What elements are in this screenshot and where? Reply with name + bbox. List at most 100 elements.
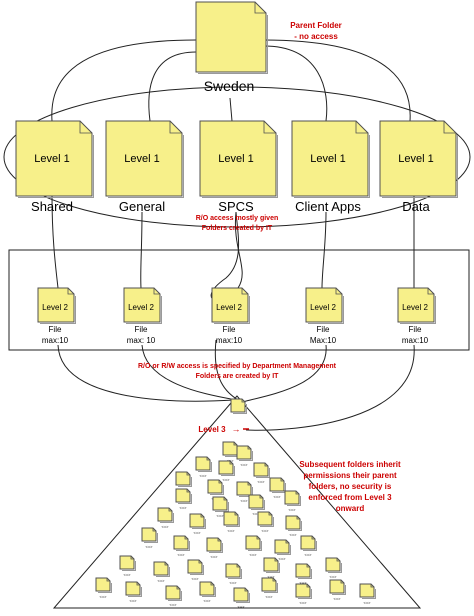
level3-folder-6[interactable] [253, 462, 270, 478]
level1-label-3: SPCS [218, 199, 254, 214]
level3-folder-caption-20: <=> [145, 544, 153, 549]
level3-folder-34[interactable] [125, 581, 142, 597]
level3-folder-24[interactable] [274, 539, 291, 555]
level3-folder-22[interactable] [206, 537, 223, 553]
level3-folder-3[interactable] [236, 445, 253, 461]
level3-folder-40[interactable] [329, 579, 346, 595]
level3-folder-26[interactable] [119, 555, 136, 571]
level3-folder-16[interactable] [189, 513, 206, 529]
level3-folder-caption-22: <=> [210, 554, 218, 559]
level3-folder-12[interactable] [212, 496, 229, 512]
level3-folder-caption-6: <=> [257, 479, 265, 484]
level3-folder-23[interactable] [245, 535, 262, 551]
level3-folder-32[interactable] [325, 557, 342, 573]
connector-3 [229, 97, 233, 122]
level1-folder-2[interactable] [105, 120, 184, 198]
level3-folder-29[interactable] [225, 563, 242, 579]
level3-folder-caption-28: <=> [191, 576, 199, 581]
level3-folder-4[interactable] [195, 456, 212, 472]
connector-1 [51, 39, 197, 122]
level2-folder-5[interactable] [397, 287, 436, 324]
level3-folder-caption-40: <=> [333, 596, 341, 601]
level3-folder-10[interactable] [269, 477, 286, 493]
level3-folder-caption-5: <=> [222, 477, 230, 482]
connector-10 [321, 211, 327, 289]
level2-caption-line1-2: File [135, 325, 148, 334]
level1-tag-5: Level 1 [398, 153, 433, 165]
connector-4 [263, 45, 328, 122]
parent-note-line-1: Parent Folder [290, 21, 342, 30]
level3-folder-15[interactable] [157, 507, 174, 523]
level3-folders: <=> <=> <=> <=> <=> <=> <=> <=> <=> <=> <=> <=> <=> <… [95, 398, 376, 609]
level3-folder-41[interactable] [359, 583, 376, 599]
level1-folder-1[interactable] [15, 120, 94, 198]
level3-folder-37[interactable] [233, 587, 250, 603]
parent-folder-shape[interactable] [195, 1, 268, 74]
level3-folder-5[interactable] [218, 460, 235, 476]
parent-folder-icon[interactable] [195, 1, 268, 74]
level3-folder-caption-4: <=> [199, 473, 207, 478]
level3-folder-caption-32: <=> [329, 574, 337, 579]
level3-folder-caption-36: <=> [203, 598, 211, 603]
level3-folder-caption-14: <=> [288, 507, 296, 512]
level1-label-2: General [119, 199, 165, 214]
level3-folder-17[interactable] [223, 511, 240, 527]
level3-folder-caption-29: <=> [229, 580, 237, 585]
level2-tag-5: Level 2 [402, 303, 428, 312]
level3-folder-36[interactable] [199, 581, 216, 597]
level3-folder-7[interactable] [175, 471, 192, 487]
level2-caption-line1-3: File [223, 325, 236, 334]
level3-folder-19[interactable] [285, 515, 302, 531]
level2-folder-4[interactable] [305, 287, 344, 324]
level1-folder-5[interactable] [379, 120, 458, 198]
level3-folder-25[interactable] [300, 535, 317, 551]
level3-folder-caption-38: <=> [265, 594, 273, 599]
level3-folder-caption-23: <=> [249, 552, 257, 557]
level3-folder-2[interactable] [222, 441, 239, 457]
level3-folder-caption-30: <=> [267, 574, 275, 579]
level3-folder-caption-12: <=> [216, 513, 224, 518]
level1-group-ellipse [3, 86, 471, 228]
level3-arrow: → [232, 424, 241, 434]
level1-folder-4[interactable] [291, 120, 370, 198]
level2-tag-1: Level 2 [42, 303, 68, 312]
level3-folder-1[interactable] [230, 398, 247, 414]
level3-folder-33[interactable] [95, 577, 112, 593]
level3-folder-35[interactable] [165, 585, 182, 601]
level2-caption-line1-4: File [317, 325, 330, 334]
level3-folder-caption-15: <=> [161, 524, 169, 529]
connector-9 [234, 211, 243, 289]
level3-folder-30[interactable] [263, 557, 280, 573]
connector-lines [51, 39, 415, 431]
level3-folder-21[interactable] [173, 535, 190, 551]
level3-folder-20[interactable] [141, 527, 158, 543]
level3-folder-28[interactable] [187, 559, 204, 575]
level3-folder-31[interactable] [295, 563, 312, 579]
level1-tag-1: Level 1 [34, 153, 69, 165]
level3-folder-38[interactable] [261, 577, 278, 593]
level3-folder-caption-18: <=> [261, 528, 269, 533]
level1-note-line-1: R/O access mostly given [196, 215, 278, 222]
level1-label-5: Data [402, 199, 430, 214]
level1-folder-3[interactable] [199, 120, 278, 198]
level2-caption-line1-5: File [409, 325, 422, 334]
level3-folder-13[interactable] [248, 494, 265, 510]
level2-folder-1[interactable] [37, 287, 76, 324]
level2-folder-3[interactable] [211, 287, 250, 324]
level3-folder-14[interactable] [284, 490, 301, 506]
level2-caption-line2-1: max:10 [42, 336, 69, 345]
level3-note-line-2: permissions their parent [303, 471, 397, 480]
level1-tag-4: Level 1 [310, 153, 345, 165]
level3-folder-caption-24: <=> [278, 556, 286, 561]
level3-folder-11[interactable] [175, 488, 192, 504]
level3-folder-18[interactable] [257, 511, 274, 527]
connector-2 [148, 51, 197, 122]
level3-folder-9[interactable] [236, 481, 253, 497]
level2-folder-2[interactable] [123, 287, 162, 324]
level3-folder-39[interactable] [295, 583, 312, 599]
level1-tag-2: Level 1 [124, 153, 159, 165]
level3-folder-8[interactable] [207, 479, 224, 495]
level3-folder-27[interactable] [153, 561, 170, 577]
level3-folder-caption-10: <=> [273, 494, 281, 499]
